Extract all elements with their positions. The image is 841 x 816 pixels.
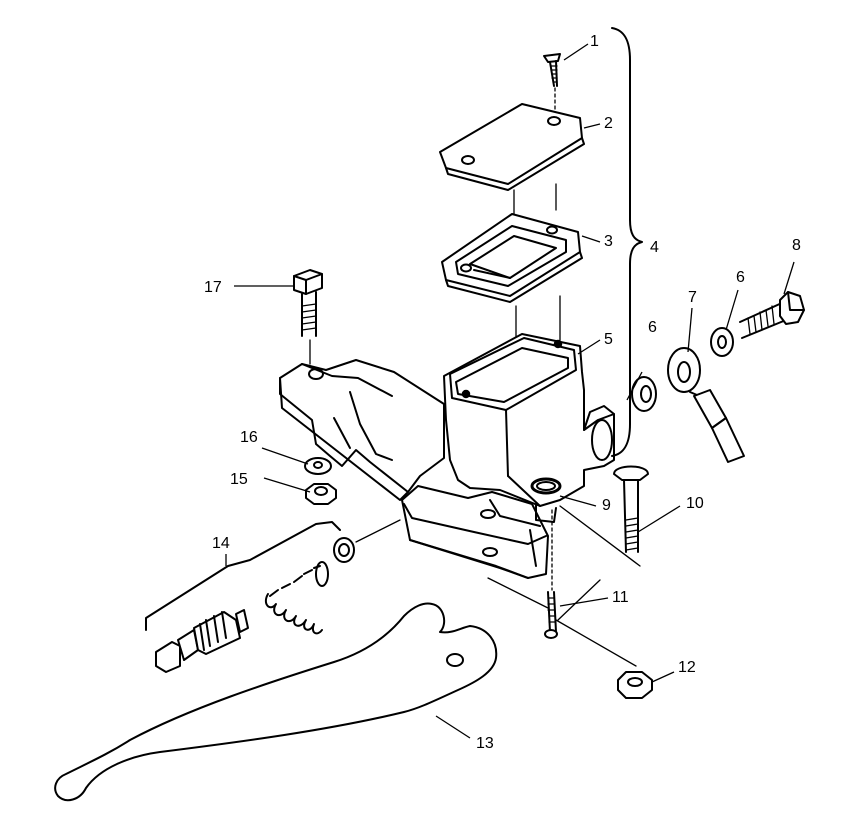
callout-4: 4 (650, 239, 659, 256)
part-6-washer-left (631, 376, 657, 412)
assembly-brace-4 (611, 27, 643, 457)
part-6-washer-right (710, 327, 734, 357)
callout-12: 12 (678, 659, 696, 676)
part-13-brake-lever (54, 602, 498, 802)
callout-11: 11 (612, 589, 629, 606)
callout-14: 14 (212, 535, 230, 552)
part-2-reservoir-cover (439, 103, 585, 191)
callout-5: 5 (604, 331, 613, 348)
callout-3: 3 (604, 233, 613, 250)
part-7-banjo-fitting (667, 347, 745, 463)
part-3-diaphragm (441, 213, 583, 303)
part-11-adjuster-screw (544, 509, 558, 639)
callout-10: 10 (686, 495, 704, 512)
callout-1: 1 (590, 33, 599, 50)
part-14-piston-assembly (145, 519, 401, 673)
callout-13: 13 (476, 735, 494, 752)
callout-16: 16 (240, 429, 258, 446)
part-17-clamp-bolt (293, 269, 323, 365)
part-10-pivot-bolt (613, 465, 649, 553)
part-9-o-ring (530, 477, 562, 495)
callout-6-right: 6 (736, 269, 745, 286)
callout-8: 8 (792, 237, 801, 254)
callout-15: 15 (230, 471, 248, 488)
callout-7: 7 (688, 289, 697, 306)
callout-6-left: 6 (648, 319, 657, 336)
part-16-washer (304, 457, 332, 475)
lever-pivot-bracket (401, 485, 557, 579)
part-12-nut (617, 671, 653, 699)
callout-9: 9 (602, 497, 611, 514)
master-cylinder-clamp (279, 359, 445, 501)
part-5-master-cylinder-body (443, 333, 615, 507)
part-15-nut (305, 483, 337, 505)
leader-lines (225, 43, 795, 739)
part-8-banjo-bolt (739, 291, 805, 339)
callout-2: 2 (604, 115, 613, 132)
callout-17: 17 (204, 279, 222, 296)
part-1-cover-screw (543, 53, 561, 111)
